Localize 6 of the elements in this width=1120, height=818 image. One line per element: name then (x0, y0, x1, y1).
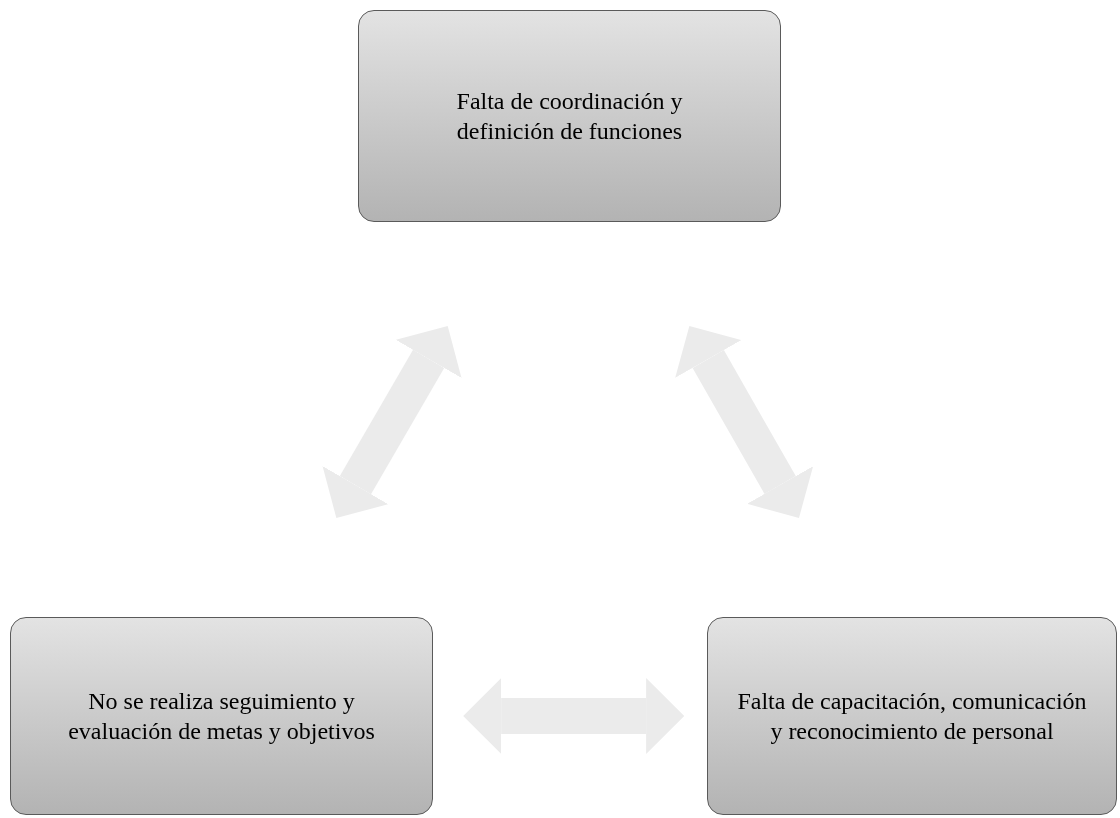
box-text: Falta de coordinación y definición de funciones (455, 87, 684, 146)
box-text: No se realiza seguimiento y evaluación de metas y objetivos (67, 687, 376, 746)
process-box (707, 617, 1117, 815)
process-box (10, 617, 433, 815)
box-text: Falta de capacitación, comunicación y reconocimiento de personal (737, 687, 1087, 746)
process-box (358, 10, 781, 222)
